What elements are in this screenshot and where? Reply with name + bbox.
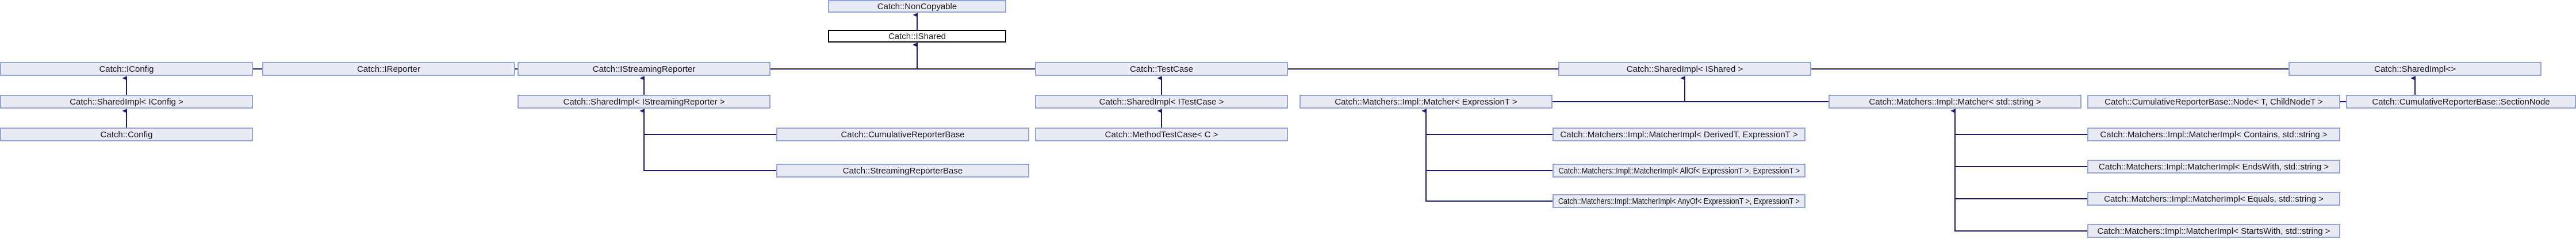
- class-node[interactable]: Catch::SharedImpl< ITestCase >: [1035, 95, 1288, 109]
- class-node-label: Catch::CumulativeReporterBase::Node< T, …: [2104, 97, 2323, 107]
- class-node[interactable]: Catch::Matchers::Impl::MatcherImpl< Deri…: [1552, 128, 1805, 141]
- class-node[interactable]: Catch::IReporter: [262, 62, 515, 76]
- inheritance-edge: [913, 43, 1035, 70]
- inheritance-edge: [639, 109, 776, 171]
- inheritance-edge: [1950, 109, 2087, 135]
- class-node[interactable]: Catch::Matchers::Impl::MatcherImpl< Ends…: [2087, 160, 2340, 174]
- class-node-label: Catch::CumulativeReporterBase::SectionNo…: [2372, 97, 2550, 107]
- class-node[interactable]: Catch::Matchers::Impl::Matcher< std::str…: [1828, 95, 2082, 109]
- class-node[interactable]: Catch::Matchers::Impl::MatcherImpl< Cont…: [2087, 128, 2340, 141]
- inheritance-edge: [639, 109, 776, 135]
- inheritance-edge: [1680, 76, 1828, 102]
- class-node[interactable]: Catch::Matchers::Impl::MatcherImpl< Equa…: [2087, 192, 2340, 206]
- class-node[interactable]: Catch::Config: [0, 128, 253, 141]
- class-node-label: Catch::Matchers::Impl::MatcherImpl< Equa…: [2104, 194, 2324, 204]
- class-node-label: Catch::SharedImpl< IStreamingReporter >: [563, 97, 725, 107]
- class-node[interactable]: Catch::CumulativeReporterBase::Node< T, …: [2087, 95, 2340, 109]
- class-node-label: Catch::IStreamingReporter: [592, 64, 696, 74]
- class-node-label: Catch::Matchers::Impl::Matcher< std::str…: [1869, 97, 2041, 107]
- inheritance-edge: [1421, 109, 1552, 135]
- class-node-label: Catch::CumulativeReporterBase: [841, 129, 965, 140]
- inheritance-edge: [1421, 109, 1552, 171]
- class-node[interactable]: Catch::NonCopyable: [828, 0, 1006, 13]
- class-node-label: Catch::TestCase: [1129, 64, 1194, 74]
- class-node[interactable]: Catch::SharedImpl< IConfig >: [0, 95, 253, 109]
- class-node-label: Catch::IShared: [888, 31, 946, 41]
- class-node[interactable]: Catch::Matchers::Impl::MatcherImpl< AllO…: [1552, 164, 1805, 178]
- class-node-label: Catch::NonCopyable: [877, 1, 957, 11]
- class-node[interactable]: Catch::IConfig: [0, 62, 253, 76]
- inheritance-edge: [1950, 109, 2087, 167]
- class-node-label: Catch::Config: [100, 129, 153, 140]
- inheritance-edge: [1950, 109, 2087, 199]
- class-node-label: Catch::IReporter: [356, 64, 421, 74]
- class-node-label: Catch::Matchers::Impl::MatcherImpl< Deri…: [1560, 129, 1798, 140]
- class-node[interactable]: Catch::CumulativeReporterBase::SectionNo…: [2346, 95, 2576, 109]
- class-node[interactable]: Catch::Matchers::Impl::Matcher< Expressi…: [1300, 95, 1552, 109]
- class-node[interactable]: Catch::MethodTestCase< C >: [1035, 128, 1288, 141]
- class-node[interactable]: Catch::SharedImpl< IStreamingReporter >: [518, 95, 770, 109]
- class-node-label: Catch::Matchers::Impl::MatcherImpl< Star…: [2097, 226, 2330, 236]
- class-node-label: Catch::SharedImpl< IConfig >: [70, 97, 183, 107]
- class-node-label: Catch::MethodTestCase< C >: [1105, 129, 1218, 140]
- class-node[interactable]: Catch::Matchers::Impl::MatcherImpl< AnyO…: [1552, 194, 1805, 208]
- class-node[interactable]: Catch::StreamingReporterBase: [776, 164, 1029, 178]
- class-node[interactable]: Catch::IStreamingReporter: [518, 62, 770, 76]
- class-node[interactable]: Catch::TestCase: [1035, 62, 1288, 76]
- class-node-label: Catch::SharedImpl< IShared >: [1626, 64, 1743, 74]
- class-node[interactable]: Catch::SharedImpl<>: [2288, 62, 2542, 76]
- class-node[interactable]: Catch::IShared: [828, 30, 1006, 43]
- inheritance-edge: [1950, 109, 2087, 232]
- class-node-label: Catch::StreamingReporterBase: [842, 165, 963, 176]
- class-node[interactable]: Catch::CumulativeReporterBase: [776, 128, 1029, 141]
- class-node-label: Catch::SharedImpl< ITestCase >: [1099, 97, 1224, 107]
- class-node[interactable]: Catch::SharedImpl< IShared >: [1558, 62, 1811, 76]
- class-node-label: Catch::Matchers::Impl::MatcherImpl< Ends…: [2098, 161, 2329, 172]
- class-node-label: Catch::Matchers::Impl::MatcherImpl< AnyO…: [1558, 196, 1800, 206]
- class-node-label: Catch::SharedImpl<>: [2374, 64, 2456, 74]
- class-node-label: Catch::Matchers::Impl::MatcherImpl< AllO…: [1558, 165, 1800, 176]
- class-node-label: Catch::Matchers::Impl::MatcherImpl< Cont…: [2100, 129, 2328, 140]
- class-node[interactable]: Catch::Matchers::Impl::MatcherImpl< Star…: [2087, 224, 2340, 238]
- inheritance-edge: [1421, 109, 1552, 202]
- class-node-label: Catch::IConfig: [99, 64, 154, 74]
- class-node-label: Catch::Matchers::Impl::Matcher< Expressi…: [1335, 97, 1517, 107]
